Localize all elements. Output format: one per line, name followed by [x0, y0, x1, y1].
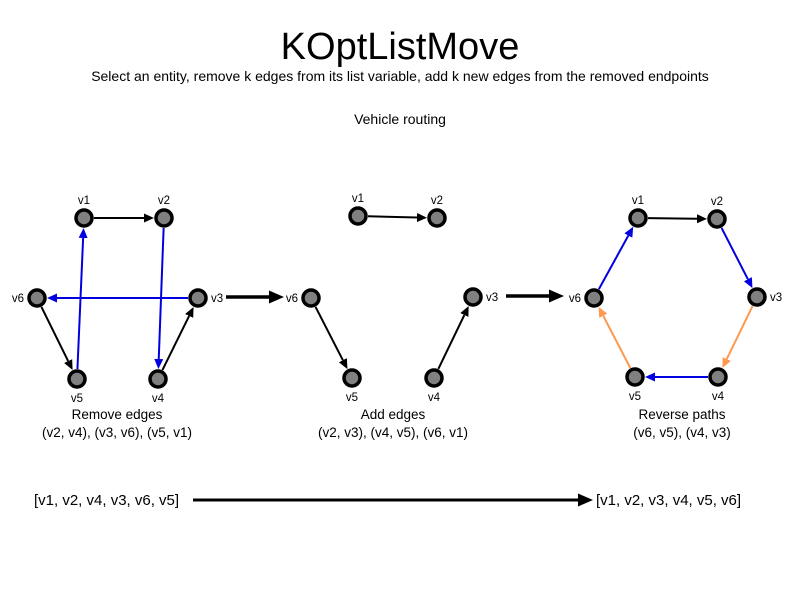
node-label-reverse-paths-v5: v5 — [629, 391, 641, 403]
caption-add-edges-title: Add edges — [360, 407, 426, 422]
caption-reverse-paths-title: Reverse paths — [638, 407, 726, 422]
edge-remove-edges-v4-v3 — [161, 306, 194, 371]
node-label-reverse-paths-v6: v6 — [569, 293, 581, 305]
caption-remove-edges: Remove edges (v2, v4), (v3, v6), (v5, v1… — [42, 406, 192, 441]
page-title: KOptListMove — [280, 26, 520, 68]
edge-reverse-paths-v2-v3 — [720, 227, 753, 289]
node-label-remove-edges-v2: v2 — [158, 195, 170, 207]
caption-add-edges: Add edges (v2, v3), (v4, v5), (v6, v1) — [318, 406, 468, 441]
node-label-add-edges-v1: v1 — [352, 193, 364, 205]
list-after: [v1, v2, v3, v4, v5, v6] — [596, 492, 742, 509]
node-remove-edges-v4 — [148, 369, 168, 389]
page-subtitle: Select an entity, remove k edges from it… — [91, 68, 709, 84]
caption-reverse-paths: Reverse paths (v6, v5), (v4, v3) — [633, 406, 731, 441]
node-label-reverse-paths-v3: v3 — [770, 292, 782, 304]
node-add-edges-v6 — [301, 288, 321, 308]
edge-add-edges-v6-v5 — [314, 306, 348, 370]
edge-add-edges-v1-v2 — [367, 212, 428, 222]
edge-reverse-paths-v5-v6 — [598, 306, 632, 369]
node-add-edges-v4 — [424, 368, 444, 388]
node-label-reverse-paths-v1: v1 — [632, 195, 644, 207]
node-reverse-paths-v6 — [584, 288, 604, 308]
node-label-remove-edges-v4: v4 — [152, 393, 165, 405]
node-label-remove-edges-v6: v6 — [12, 293, 24, 305]
edge-add-edges-v4-v3 — [437, 306, 469, 370]
node-reverse-paths-v3 — [747, 287, 767, 307]
node-add-edges-v5 — [342, 368, 362, 388]
edge-remove-edges-v2-v4 — [154, 227, 165, 370]
node-label-add-edges-v4: v4 — [428, 392, 441, 404]
node-remove-edges-v5 — [67, 369, 87, 389]
section-label: Vehicle routing — [354, 111, 446, 127]
node-label-reverse-paths-v2: v2 — [711, 196, 723, 208]
caption-remove-edges-title: Remove edges — [71, 407, 163, 422]
node-label-add-edges-v6: v6 — [286, 293, 298, 305]
node-remove-edges-v2 — [154, 208, 174, 228]
node-remove-edges-v6 — [27, 288, 47, 308]
node-add-edges-v3 — [463, 287, 483, 307]
node-reverse-paths-v1 — [628, 208, 648, 228]
node-label-remove-edges-v1: v1 — [78, 195, 90, 207]
node-label-remove-edges-v5: v5 — [71, 393, 83, 405]
node-label-add-edges-v5: v5 — [346, 392, 358, 404]
caption-reverse-paths-detail: (v6, v5), (v4, v3) — [633, 424, 731, 440]
node-label-reverse-paths-v4: v4 — [712, 391, 725, 403]
list-before: [v1, v2, v4, v3, v6, v5] — [34, 492, 180, 509]
node-remove-edges-v3 — [188, 288, 208, 308]
edge-reverse-paths-v3-v4 — [722, 305, 754, 369]
node-remove-edges-v1 — [74, 208, 94, 228]
caption-remove-edges-detail: (v2, v4), (v3, v6), (v5, v1) — [41, 424, 193, 440]
edge-remove-edges-v6-v5 — [40, 306, 73, 371]
caption-add-edges-detail: (v2, v3), (v4, v5), (v6, v1) — [317, 424, 469, 440]
node-label-remove-edges-v3: v3 — [211, 293, 223, 305]
edge-reverse-paths-v6-v1 — [597, 226, 634, 290]
node-reverse-paths-v2 — [707, 209, 727, 229]
edge-reverse-paths-v1-v2 — [647, 214, 708, 224]
node-add-edges-v1 — [348, 206, 368, 226]
edge-remove-edges-v5-v1 — [76, 227, 88, 370]
node-label-add-edges-v2: v2 — [431, 195, 443, 207]
node-reverse-paths-v5 — [625, 367, 645, 387]
node-add-edges-v2 — [427, 208, 447, 228]
node-label-add-edges-v3: v3 — [486, 292, 498, 304]
node-reverse-paths-v4 — [708, 367, 728, 387]
